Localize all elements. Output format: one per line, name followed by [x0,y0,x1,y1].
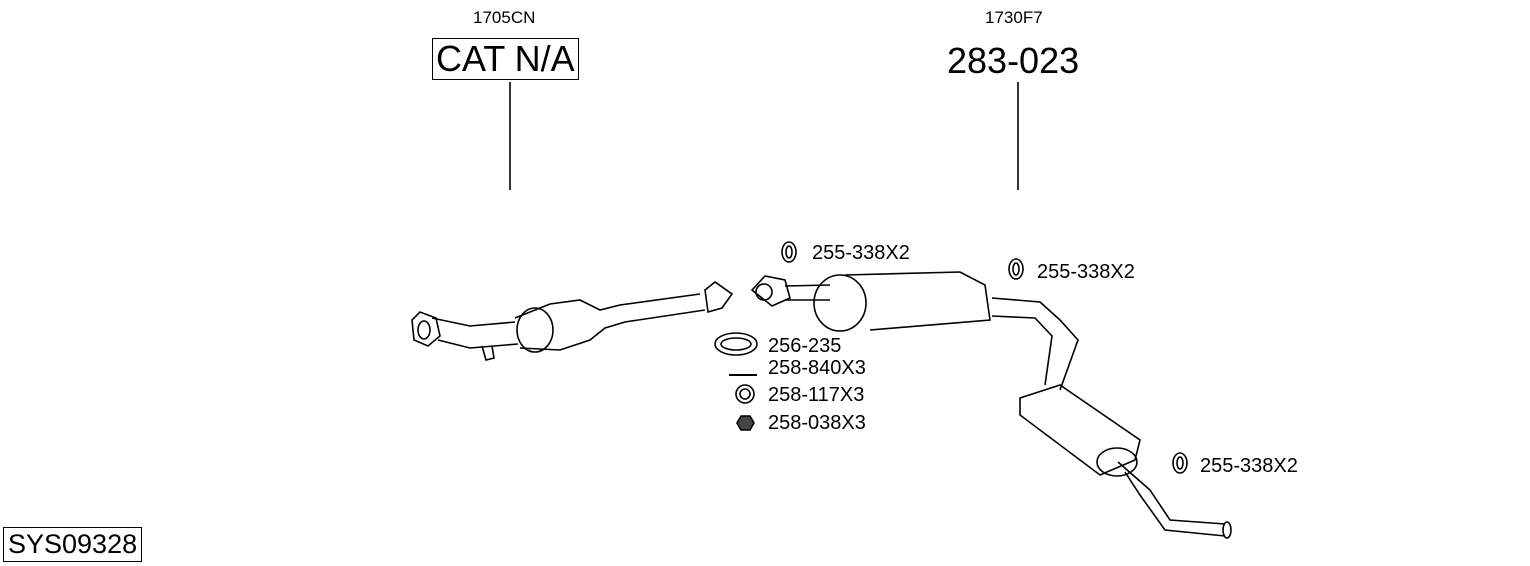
part-label: 255-338X2 [1037,261,1135,283]
part-label: 255-338X2 [1200,455,1298,477]
part-label: 256-235 [768,335,842,357]
rubber-hanger-icon [1008,258,1024,280]
front-muffler [750,271,1079,391]
part-label: 258-038X3 [768,412,866,434]
system-code: SYS09328 [3,527,143,562]
assembly-ref-1: 1705CN [473,8,536,27]
part-label: 255-338X2 [812,242,910,264]
rubber-hanger-icon [781,241,797,263]
gasket-ring-icon [714,332,758,356]
part-label: 258-117X3 [768,384,865,406]
assembly-part-2: 283-023 [947,40,1080,81]
rear-muffler [1019,384,1232,539]
catalytic-converter-assembly [411,280,734,361]
assembly-part-1: CAT N/A [432,38,579,80]
part-label: 258-840X3 [768,357,866,379]
rubber-hanger-icon [1172,452,1188,474]
nut-icon [736,415,755,431]
assembly-ref-2: 1730F7 [985,8,1043,27]
washer-icon [735,384,755,404]
